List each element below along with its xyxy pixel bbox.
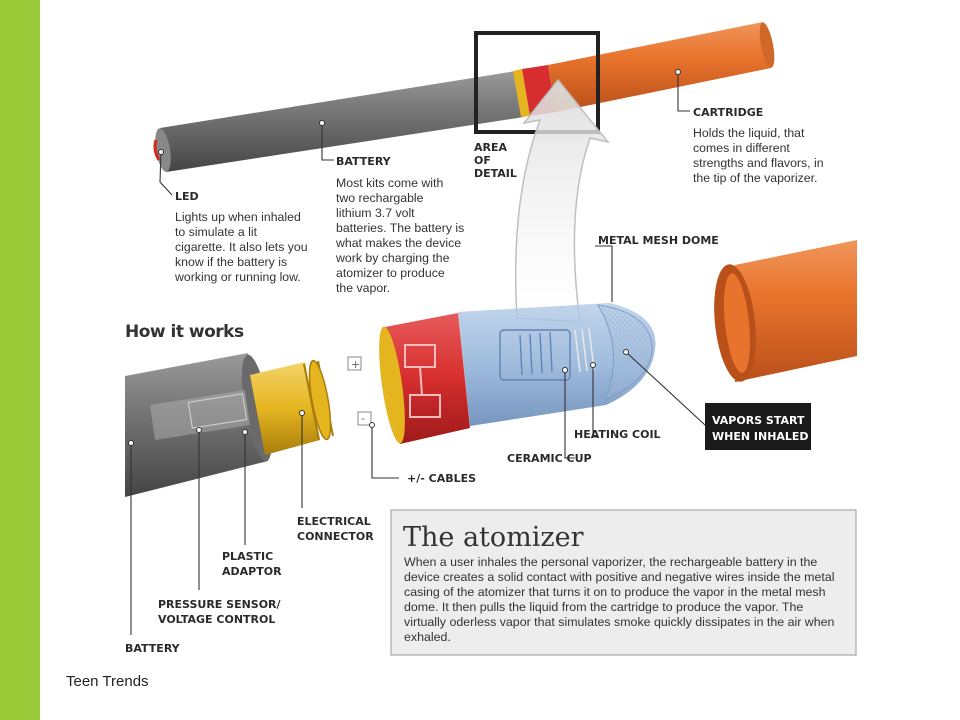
atomizer-info-box: The atomizer When a user inhales the per… [390,509,857,656]
battery-top-desc-5: what makes the device [335,236,461,250]
area-of-detail-label-2: OF [474,154,491,167]
plus-sign: + [351,358,360,371]
minus-sign: - [361,412,365,425]
battery-top-desc-7: atomizer to produce [336,266,445,280]
battery-tube [160,71,524,172]
plastic-adaptor-label-1: PLASTIC [222,550,273,563]
led-desc-1: Lights up when inhaled [175,210,301,224]
connector-face [308,359,332,441]
area-of-detail-label-1: AREA [474,141,507,154]
plus-marker [347,356,362,371]
cartridge-desc-3: strengths and flavors, in [693,156,824,170]
gold-band [513,69,530,117]
led-tip [153,139,161,161]
battery-top-desc-3: lithium 3.7 volt [336,206,415,220]
cartridge-body [735,240,857,382]
cartridge-opening-inner [723,273,751,373]
cartridge-desc-4: the tip of the vaporizer. [693,171,817,185]
atomizer-blue-casing [458,303,656,426]
vapors-label-box [705,403,811,450]
top-leaders [158,69,690,196]
led-desc-4: know if the battery is [175,255,287,269]
cartridge-exploded [714,240,857,382]
heating-coil-label: HEATING COIL [574,428,661,441]
atomizer [379,303,656,444]
battery-bottom-label: BATTERY [125,642,181,655]
metal-mesh-dome-label: METAL MESH DOME [598,234,719,247]
atomizer-info-line-6: exhaled. [404,630,451,644]
battery-exploded [125,353,334,497]
cartridge-end [759,22,775,68]
battery-top-title: BATTERY [336,155,392,168]
electrical-connector-label-1: ELECTRICAL [297,515,371,528]
area-of-detail-label-3: DETAIL [474,167,517,180]
battery-top-desc-6: work by charging the [335,251,450,265]
detail-arrow [514,78,610,323]
footer-caption: Teen Trends [66,673,149,690]
sidebar-accent-bar [0,0,40,720]
plastic-adaptor-label-2: ADAPTOR [222,565,282,578]
how-it-works-heading: How it works [125,322,244,342]
cartridge-title: CARTRIDGE [693,106,763,119]
electrical-connector-label-2: CONNECTOR [297,530,374,543]
cables-label: +/- CABLES [407,472,476,485]
atomizer-info-line-2: device creates a solid contact with posi… [404,570,834,584]
battery-top-desc-1: Most kits come with [336,176,443,190]
cartridge-tube [548,22,771,112]
vapors-label-2: WHEN INHALED [712,430,809,443]
atomizer-red-internals [404,344,441,418]
pressure-sensor-body [150,390,250,440]
top-ecigarette [153,22,775,172]
vapors-label-1: VAPORS START [712,414,805,427]
battery-body [125,353,268,497]
atomizer-leaders [369,245,706,479]
cartridge-desc-1: Holds the liquid, that [693,126,805,140]
atomizer-info-line-4: dome. It then pulls the liquid from the … [404,600,803,614]
ceramic-cup-label: CERAMIC CUP [507,452,592,465]
battery-top-desc-8: the vapor. [336,281,390,295]
led-desc-3: cigarette. It also lets you [175,240,308,254]
plastic-adaptor-outline [187,393,248,429]
atomizer-info-line-3: casing of the atomizer that turns it on … [404,585,826,599]
led-desc-2: to simulate a lit [175,225,258,239]
minus-marker [357,411,372,426]
atomizer-info-background [390,509,857,656]
pressure-sensor-label-2: VOLTAGE CONTROL [158,613,275,626]
battery-top-desc-4: batteries. The battery is [336,221,464,235]
pressure-sensor-label-1: PRESSURE SENSOR/ [158,598,282,611]
bottom-battery-leaders [128,410,305,635]
led-title: LED [175,190,199,203]
battery-top-desc-2: two rechargable [336,191,424,205]
atomizer-gold-rim [379,326,405,444]
led-desc-5: working or running low. [174,270,301,284]
atomizer-blue-internals [499,329,571,381]
atomizer-info-line-1: When a user inhales the personal vaporiz… [404,555,817,569]
cartridge-desc-2: comes in different [693,141,790,155]
atomizer-info-line-5: virtually oderless vapor that simulates … [404,615,835,629]
atomizer-info-title: The atomizer [403,522,584,553]
